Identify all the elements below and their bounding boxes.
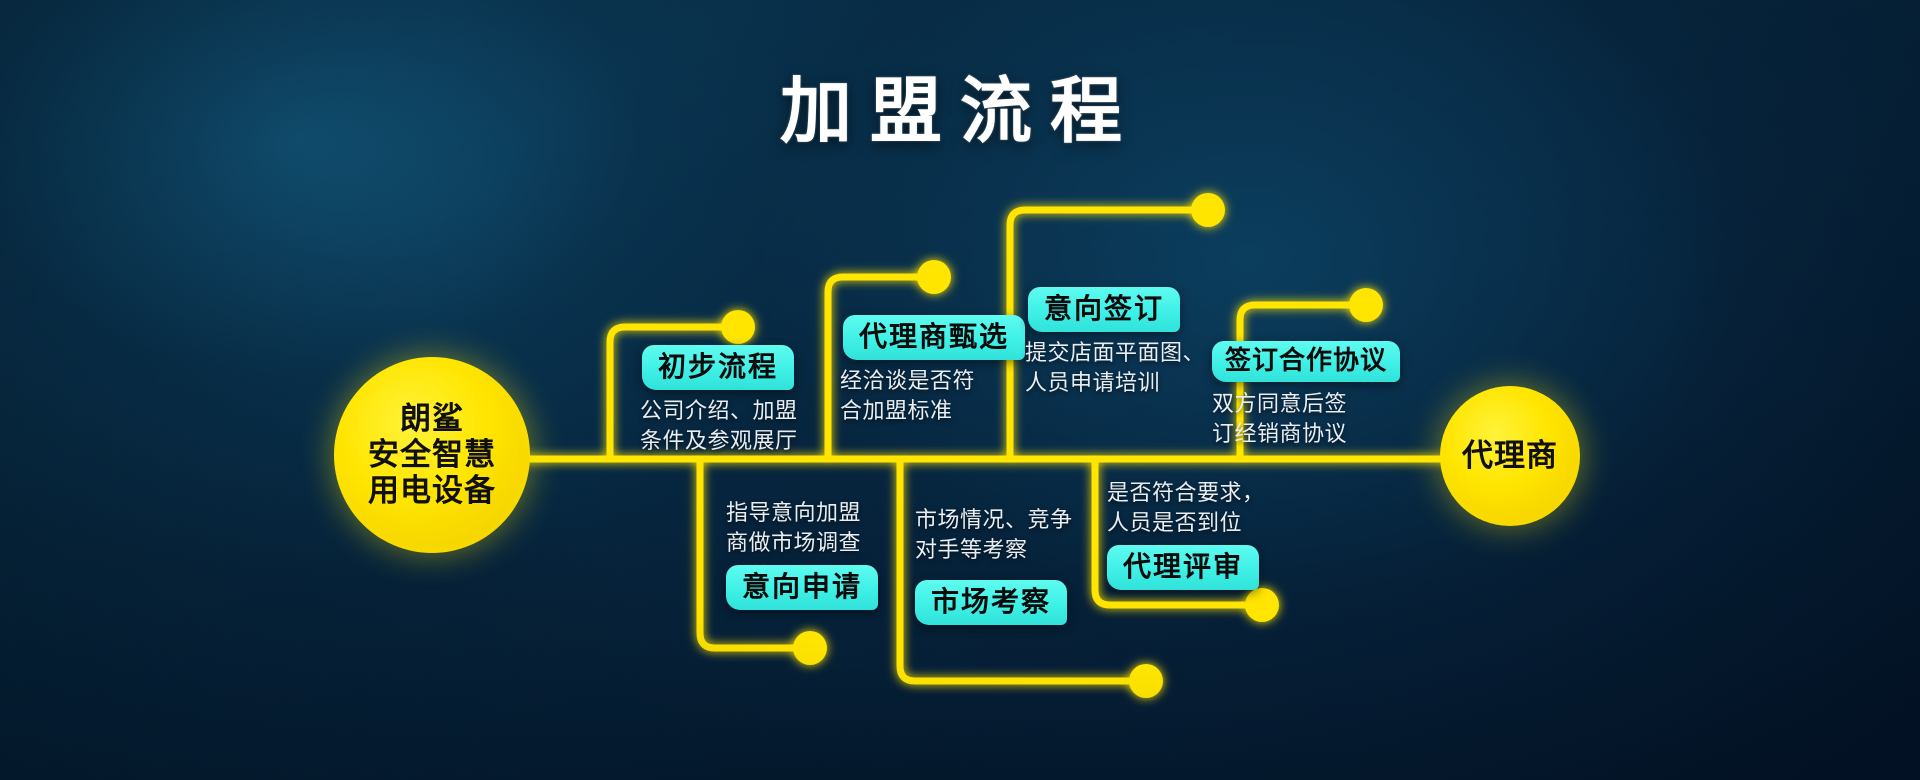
page-title: 加盟流程: [779, 72, 1140, 152]
desc-step-top-3: 提交店面平面图、 人员申请培训: [1025, 340, 1206, 395]
endpoint-dot-bottom-2: [1129, 664, 1163, 698]
node-end-agent[interactable]: 代理商: [1440, 386, 1580, 526]
node-start-label: 朗鲨 安全智慧 用电设备: [368, 401, 496, 508]
chip-step-top-1[interactable]: 初步流程: [642, 345, 795, 391]
branch-bottom-2: [896, 455, 1144, 685]
node-end-label: 代理商: [1462, 437, 1558, 473]
endpoint-dot-bottom-1: [793, 631, 827, 665]
endpoint-dot-top-4: [1349, 288, 1383, 322]
chip-step-top-3[interactable]: 意向签订: [1028, 287, 1181, 333]
desc-step-top-4: 双方同意后签 订经销商协议: [1212, 391, 1348, 446]
desc-step-bottom-2: 市场情况、竞争 对手等考察: [915, 507, 1073, 562]
endpoint-dot-bottom-3: [1245, 588, 1279, 622]
branch-top-3: [1006, 206, 1204, 463]
branch-bottom-1: [696, 455, 809, 652]
chip-step-bottom-3[interactable]: 代理评审: [1107, 545, 1260, 591]
chip-step-bottom-1[interactable]: 意向申请: [726, 565, 879, 611]
endpoint-dot-top-3: [1191, 193, 1225, 227]
branch-bottom-3: [1091, 455, 1259, 609]
branch-top-4: [1236, 301, 1364, 463]
endpoint-dot-top-1: [721, 310, 755, 344]
endpoint-dot-top-2: [917, 260, 951, 294]
desc-step-bottom-1: 指导意向加盟 商做市场调查: [726, 500, 862, 555]
chip-step-top-2[interactable]: 代理商甄选: [843, 315, 1026, 361]
branch-top-2: [824, 273, 934, 463]
desc-step-top-2: 经洽谈是否符 合加盟标准: [840, 368, 976, 423]
chip-step-top-4[interactable]: 签订合作协议: [1212, 341, 1401, 383]
desc-step-bottom-3: 是否符合要求， 人员是否到位: [1107, 480, 1265, 535]
branch-top-1: [606, 323, 739, 463]
desc-step-top-1: 公司介绍、加盟 条件及参观展厅: [640, 398, 798, 453]
node-start-company[interactable]: 朗鲨 安全智慧 用电设备: [334, 357, 530, 553]
chip-step-bottom-2[interactable]: 市场考察: [915, 580, 1068, 626]
